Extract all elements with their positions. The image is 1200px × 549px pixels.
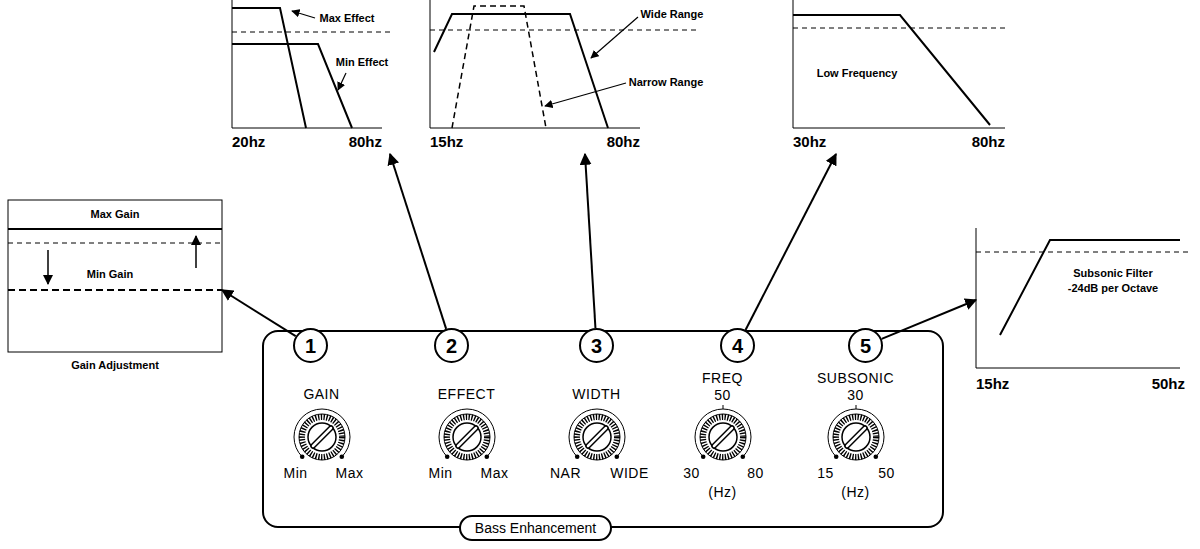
callout-number: 5 bbox=[848, 328, 883, 363]
gain-graph bbox=[8, 200, 222, 352]
knob-name: SUBSONIC bbox=[817, 369, 894, 385]
knob-name: GAIN bbox=[303, 385, 339, 401]
drawn-polyline bbox=[976, 228, 1180, 368]
drawn-line bbox=[591, 17, 638, 58]
scale-label: WIDE bbox=[610, 464, 649, 480]
drawn-line bbox=[338, 73, 346, 90]
frequency-graph: Low Frequency 30hz 80hz bbox=[793, 0, 1005, 154]
callout-digit: 4 bbox=[732, 336, 743, 356]
graph-label: Narrow Range bbox=[628, 76, 705, 89]
graph-label: Low Frequency bbox=[816, 67, 899, 80]
unit-label: (Hz) bbox=[841, 483, 869, 499]
scale-label: 30 bbox=[683, 464, 700, 480]
graph-caption: Gain Adjustment bbox=[70, 359, 160, 372]
effect-graph: Max EffectMin Effect 20hz 80hz bbox=[232, 0, 392, 154]
knobs bbox=[294, 405, 884, 460]
graph-label: Max Gain bbox=[90, 208, 141, 221]
callout-digit: 1 bbox=[305, 336, 316, 356]
drawn-line bbox=[976, 252, 1190, 253]
callout-arrow bbox=[882, 300, 976, 339]
subsonic-graph bbox=[976, 228, 1190, 368]
drawn-line bbox=[430, 30, 700, 31]
graph-label: Min Effect bbox=[335, 56, 390, 69]
scale-label: 50 bbox=[714, 386, 731, 402]
gain-graph: Max GainMin GainGain Adjustment bbox=[8, 200, 222, 372]
graph-label: Wide Range bbox=[640, 8, 705, 21]
drawn-line bbox=[793, 28, 1005, 29]
drawn-polyline bbox=[430, 0, 640, 128]
axis-label: 20hz bbox=[232, 133, 265, 150]
drawn-line bbox=[292, 11, 315, 18]
drawn-line bbox=[232, 32, 390, 33]
scale-label: Min bbox=[283, 464, 307, 480]
frequency-graph bbox=[793, 0, 1005, 128]
drawn-use bbox=[439, 409, 495, 460]
drawn-use bbox=[695, 409, 751, 460]
subsonic-graph: Subsonic Filter -24dB per Octave15hz50hz bbox=[976, 228, 1180, 392]
scale-label: Max bbox=[481, 464, 509, 480]
graph-label: Max Effect bbox=[318, 12, 375, 25]
section-title: Bass Enhancement bbox=[475, 520, 596, 536]
drawn-polyline bbox=[793, 0, 1005, 128]
axis-label: 15hz bbox=[430, 133, 463, 150]
knob-name: FREQ bbox=[702, 369, 743, 385]
control-panel: GAINMinMaxEFFECTMinMaxWIDTHNARWIDEFREQ50… bbox=[262, 330, 944, 528]
unit-label: (Hz) bbox=[708, 483, 736, 499]
drawn-polyline bbox=[434, 14, 608, 128]
drawn-use bbox=[569, 409, 625, 460]
scale-label: 80 bbox=[747, 464, 764, 480]
drawn-line bbox=[195, 236, 197, 268]
callout-digit: 5 bbox=[860, 336, 871, 356]
callout-number: 1 bbox=[293, 328, 328, 363]
drawn-polyline bbox=[232, 8, 306, 128]
scale-label: NAR bbox=[550, 464, 581, 480]
drawn-line bbox=[856, 405, 857, 409]
axis-label: 15hz bbox=[976, 375, 1009, 392]
width-graph: Wide RangeNarrow Range15hz80hz bbox=[430, 0, 640, 154]
axis-label: 80hz bbox=[349, 133, 382, 150]
callout-number: 4 bbox=[720, 328, 755, 363]
callout-arrow bbox=[746, 154, 836, 330]
callout-arrow bbox=[390, 154, 446, 329]
graph-label: Subsonic Filter -24dB per Octave bbox=[1056, 266, 1170, 296]
callout-number: 2 bbox=[434, 328, 469, 363]
drawn-polyline bbox=[1000, 240, 1180, 335]
callout-arrow bbox=[585, 154, 595, 328]
scale-label: Min bbox=[428, 464, 452, 480]
drawn-line bbox=[545, 83, 626, 106]
drawn-line bbox=[8, 228, 222, 230]
section-label: Bass Enhancement bbox=[459, 515, 612, 541]
callout-number: 3 bbox=[579, 328, 614, 363]
scale-label: Max bbox=[336, 464, 364, 480]
axis-label: 50hz bbox=[1152, 375, 1185, 392]
axis-label: 80hz bbox=[607, 133, 640, 150]
drawn-use bbox=[294, 409, 350, 460]
drawn-rect bbox=[8, 200, 222, 352]
knob-name: WIDTH bbox=[572, 385, 620, 401]
graph-label: Min Gain bbox=[86, 268, 134, 281]
drawn-use bbox=[828, 409, 884, 460]
drawn-line bbox=[8, 243, 222, 244]
drawn-polyline bbox=[793, 15, 990, 125]
scale-label: 30 bbox=[847, 386, 864, 402]
drawn-line bbox=[8, 289, 222, 291]
drawn-line bbox=[47, 250, 49, 284]
drawn-polyline bbox=[452, 6, 546, 128]
axis-label: 30hz bbox=[793, 133, 826, 150]
axis-label: 80hz bbox=[972, 133, 1005, 150]
effect-graph bbox=[232, 0, 390, 128]
scale-label: 15 bbox=[817, 464, 834, 480]
scale-label: 50 bbox=[878, 464, 895, 480]
drawn-line bbox=[723, 405, 724, 409]
callout-digit: 3 bbox=[591, 336, 602, 356]
knob-name: EFFECT bbox=[438, 385, 495, 401]
callout-digit: 2 bbox=[446, 336, 457, 356]
